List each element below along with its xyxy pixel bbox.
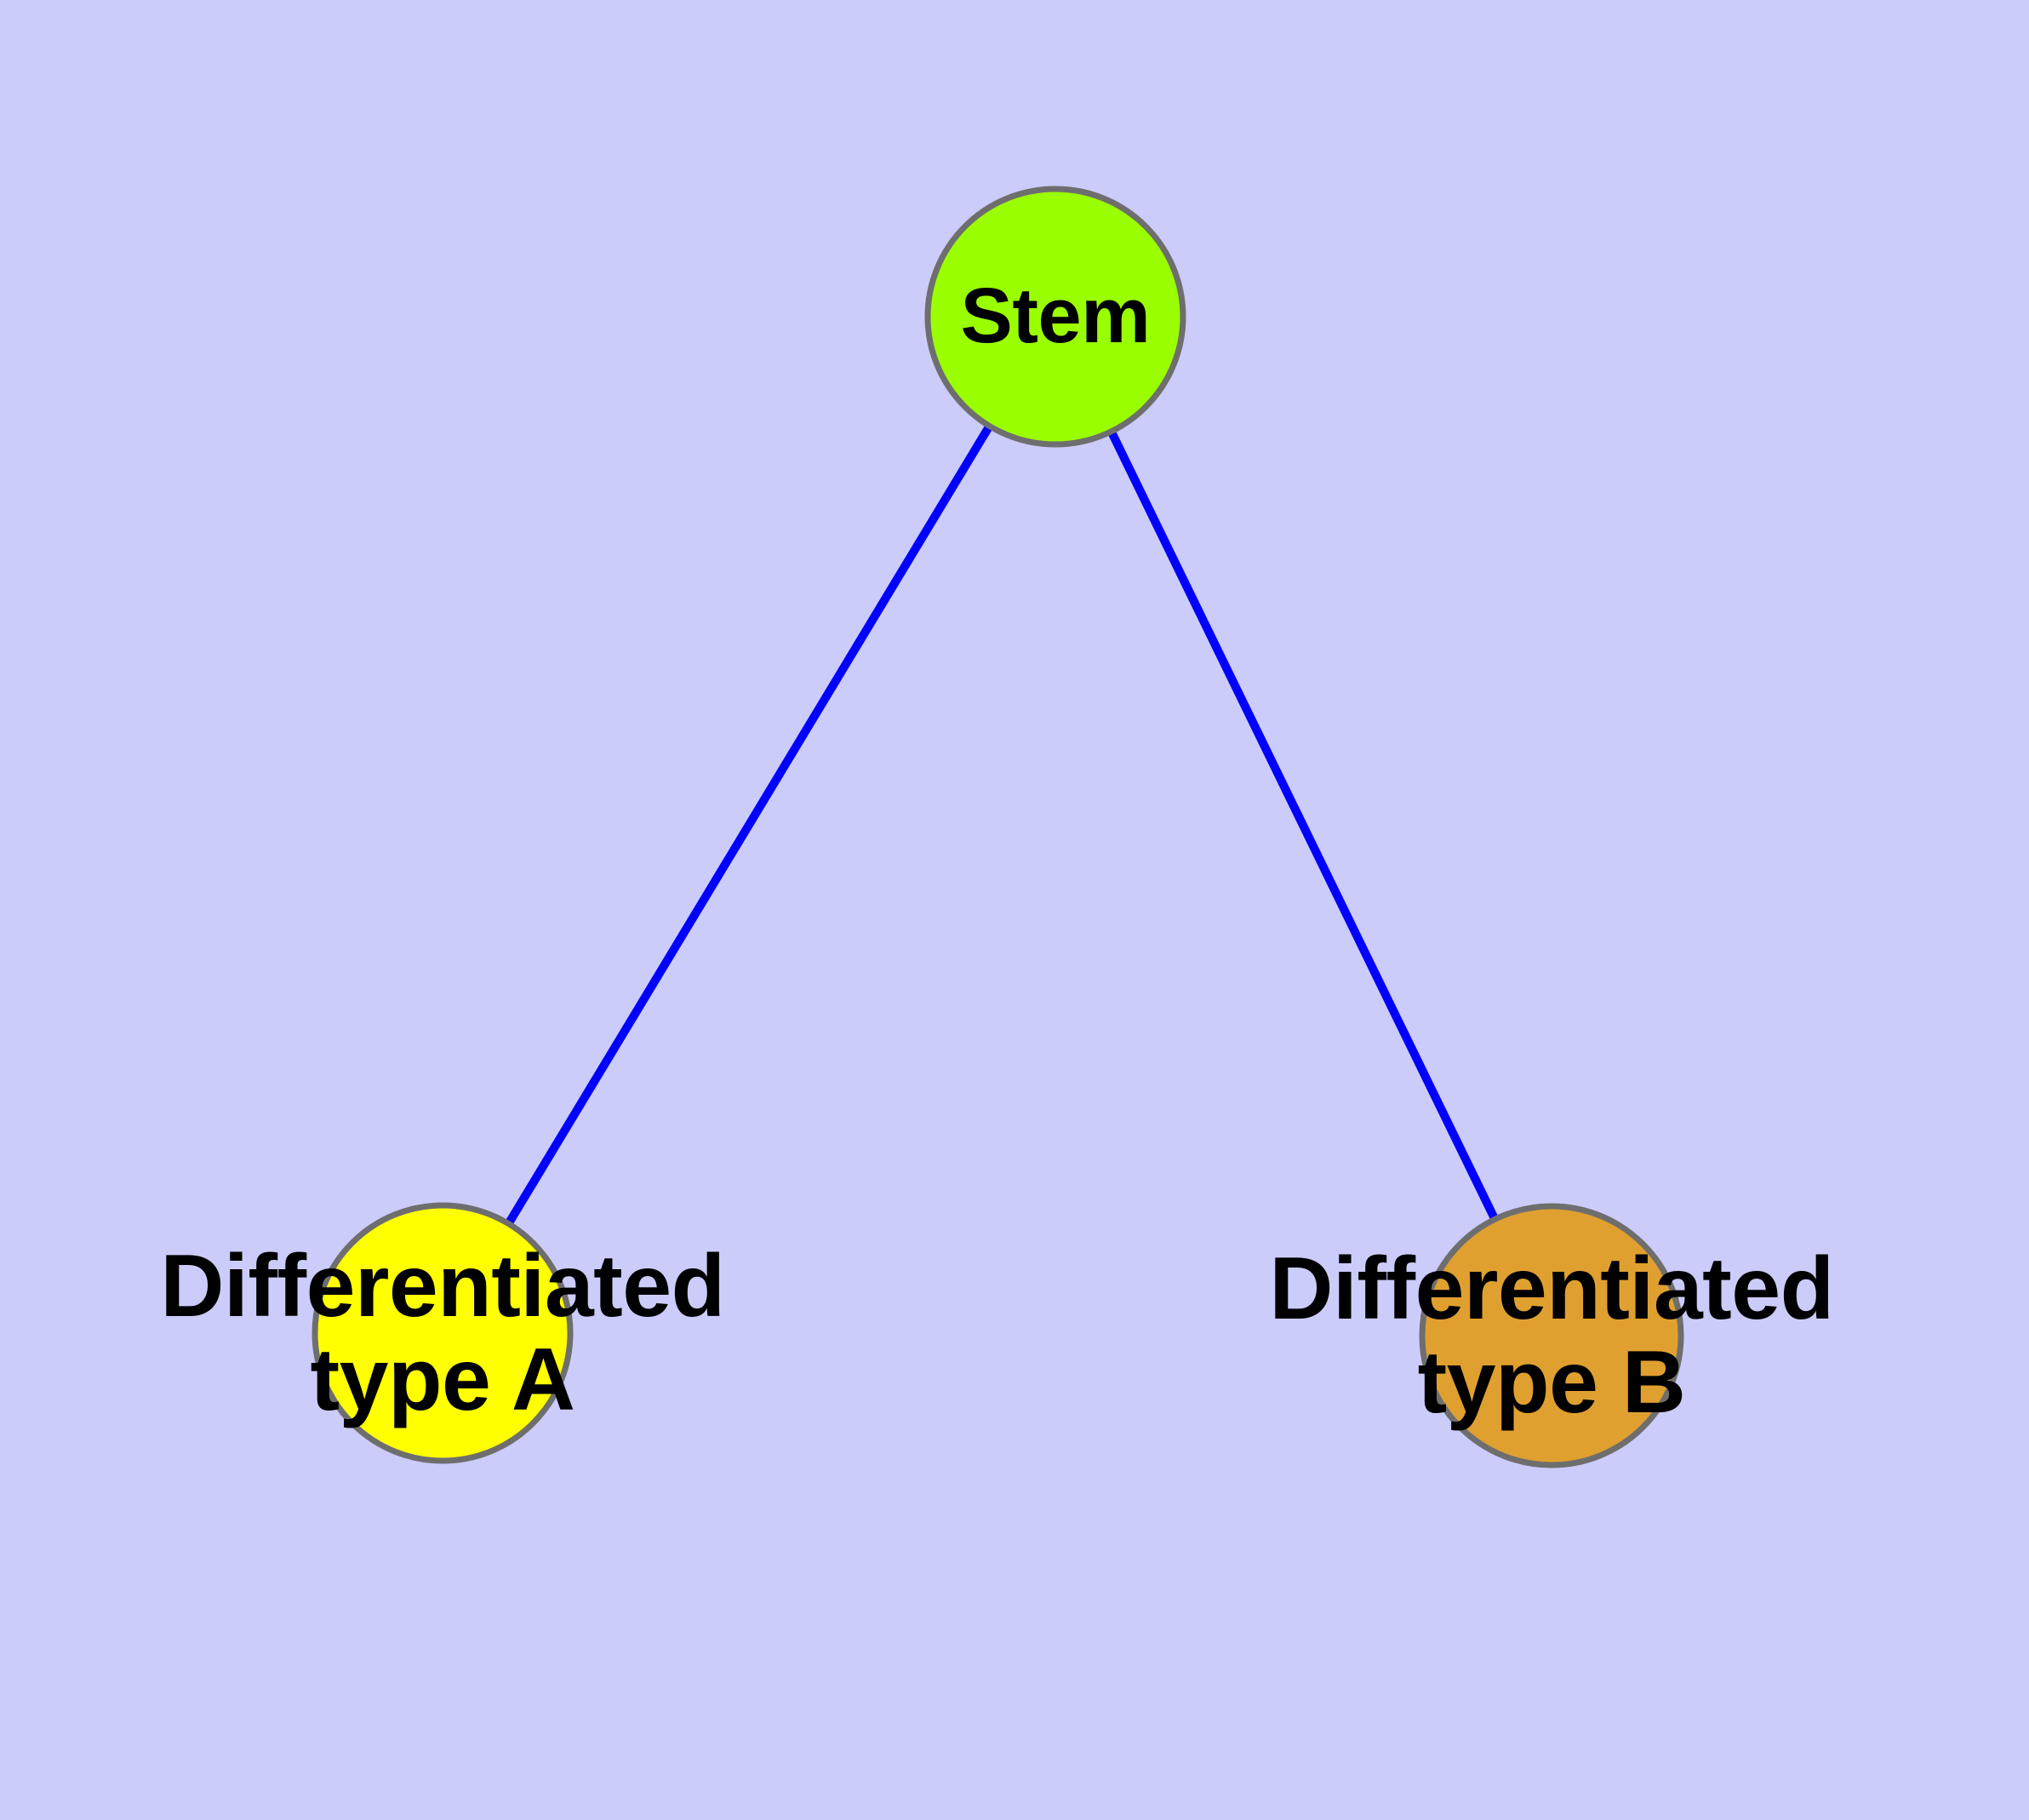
- edges-layer: [503, 421, 1500, 1229]
- edge-stem-to-a: [503, 421, 995, 1229]
- node-stem[interactable]: [924, 186, 1186, 448]
- node-diff_a[interactable]: [311, 1202, 574, 1464]
- nodes-layer: [311, 186, 1684, 1468]
- node-diff_b[interactable]: [1419, 1203, 1684, 1468]
- edge-stem-to-b: [1106, 426, 1500, 1225]
